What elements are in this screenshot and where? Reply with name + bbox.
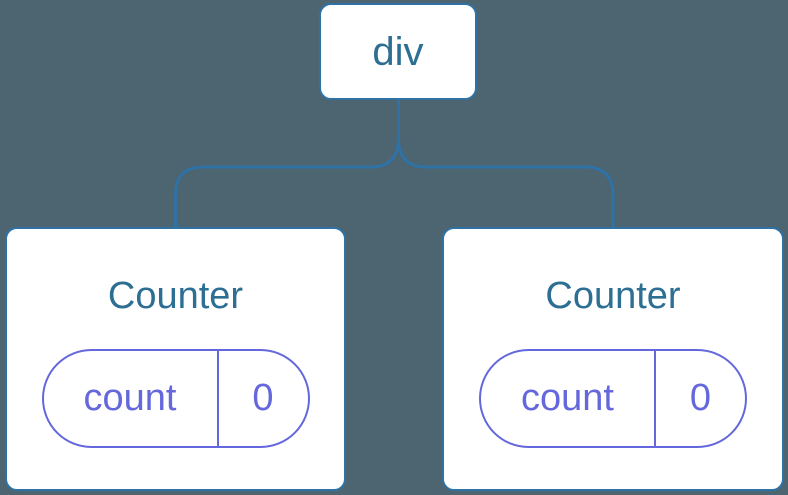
state-key: count [83, 377, 177, 419]
component-name: Counter [545, 275, 681, 317]
node-label: div [372, 29, 424, 74]
state-value: 0 [216, 351, 308, 446]
tree-node-div: div [319, 3, 477, 100]
state-pill: count 0 [479, 349, 747, 448]
component-name: Counter [107, 275, 244, 317]
connector-path [174, 100, 615, 227]
tree-node-counter-left: Counter count 0 [5, 227, 346, 491]
tree-node-counter-right: Counter count 0 [442, 227, 784, 491]
state-value: 0 [654, 351, 745, 446]
state-pill: count 0 [41, 349, 310, 448]
state-key: count [521, 377, 614, 419]
